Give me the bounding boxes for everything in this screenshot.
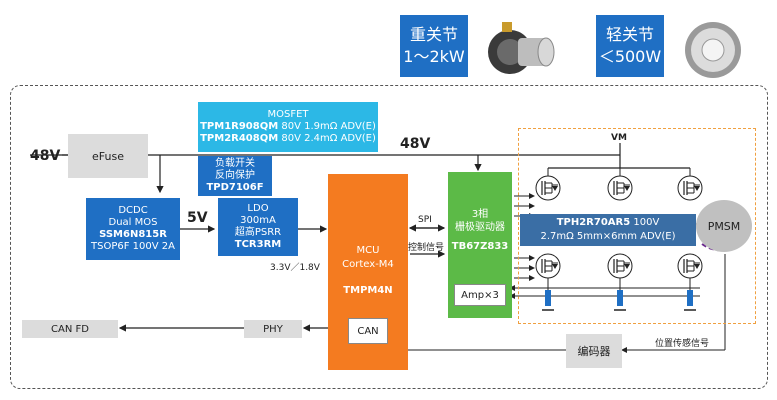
ldo-line-3: 超高PSRR [234,227,282,238]
heavy-motor-icon [488,22,555,74]
load-switch-part: TPD7106F [206,182,264,193]
rail-5v-label: 5V [187,210,208,226]
bus-48v-label: 48V [400,136,431,152]
mosfet-line-2: TPM2R408QM 80V 2.4mΩ ADV(E) [200,133,376,145]
pmsm-motor: PMSM [696,200,752,252]
dcdc-spec: TSOP6F 100V 2A [91,241,175,252]
mosfet-title: MOSFET [267,109,309,120]
light-motor-icon [685,22,741,78]
gate-driver-line-1: 3相 [471,209,489,220]
mcu-supply-label: 3.3V／1.8V [270,263,320,273]
position-signal-label: 位置传感信号 [655,339,710,349]
efuse-label: eFuse [92,149,124,163]
dcdc-block: DCDC Dual MOS SSM6N815R TSOP6F 100V 2A [86,198,180,260]
heavy-joint-title: 重关节 [409,25,458,44]
phy-block: PHY [244,320,302,338]
power-stage-bar: TPH2R70AR5 100V 2.7mΩ 5mm×6mm ADV(E) [520,214,696,246]
system-frame [10,85,768,389]
spi-label: SPI [418,215,432,225]
power-stage-part: TPH2R70AR5 [556,217,631,228]
mosfet-line-1: TPM1R908QM 80V 1.9mΩ ADV(E) [200,121,376,133]
dcdc-line-2: Dual MOS [108,217,158,228]
can-fd-block: CAN FD [22,320,118,338]
encoder-block: 编码器 [566,334,622,368]
mcu-line-2: Cortex-M4 [342,259,394,270]
load-switch-line-2: 反向保护 [215,170,255,181]
light-joint-title: 轻关节 [605,25,654,44]
heavy-joint-power: 1～2kW [403,47,465,66]
can-fd-label: CAN FD [51,323,89,335]
mosfet-block: MOSFET TPM1R908QM 80V 1.9mΩ ADV(E) TPM2R… [198,102,378,152]
dcdc-line-1: DCDC [118,205,148,216]
ldo-line-2: 300mA [240,215,276,226]
mcu-line-1: MCU [356,245,380,256]
encoder-label: 编码器 [577,345,611,358]
gate-driver-part: TB67Z833 [451,241,509,252]
ldo-line-1: LDO [247,203,269,214]
mcu-block: MCU Cortex-M4 TMPM4N CAN [328,174,408,370]
amp-box: Amp×3 [454,284,506,306]
load-switch-block: 负载开关 反向保护 TPD7106F [198,156,272,196]
gate-driver-line-2: 栅极驱动器 [455,222,505,233]
power-stage-spec-2: 2.7mΩ 5mm×6mm ADV(E) [540,231,676,242]
can-controller-box: CAN [348,318,388,344]
load-switch-line-1: 负载开关 [215,158,255,169]
power-stage-line-1: TPH2R70AR5 100V [557,216,660,230]
can-controller-label: CAN [357,325,379,337]
power-stage-spec-1: 100V [630,217,660,228]
mosfet-spec-1: 80V 1.9mΩ ADV(E) [278,121,376,132]
mosfet-part-1: TPM1R908QM [200,121,279,132]
vm-label: VM [611,133,627,143]
mosfet-spec-2: 80V 2.4mΩ ADV(E) [278,133,376,144]
control-signal-label: 控制信号 [408,243,445,253]
light-joint-power: ＜500W [598,47,662,66]
heavy-joint-badge: 重关节 1～2kW [400,15,468,77]
input-48v-label: 48V [30,148,61,164]
ldo-part: TCR3RM [234,239,282,250]
pmsm-label: PMSM [707,219,741,233]
gate-driver-text: 3相 栅极驱动器 TB67Z833 [448,208,512,253]
gate-driver-block: 3相 栅极驱动器 TB67Z833 Amp×3 [448,172,512,318]
dcdc-part: SSM6N815R [99,229,167,240]
efuse-block: eFuse [68,134,148,178]
power-stage-frame [518,128,756,324]
mcu-text: MCU Cortex-M4 TMPM4N [328,244,408,298]
phy-label: PHY [263,323,283,335]
mosfet-part-2: TPM2R408QM [200,133,279,144]
amp-label: Amp×3 [461,289,499,301]
ldo-block: LDO 300mA 超高PSRR TCR3RM [218,198,298,256]
mcu-part: TMPM4N [343,285,393,296]
light-joint-badge: 轻关节 ＜500W [596,15,664,77]
